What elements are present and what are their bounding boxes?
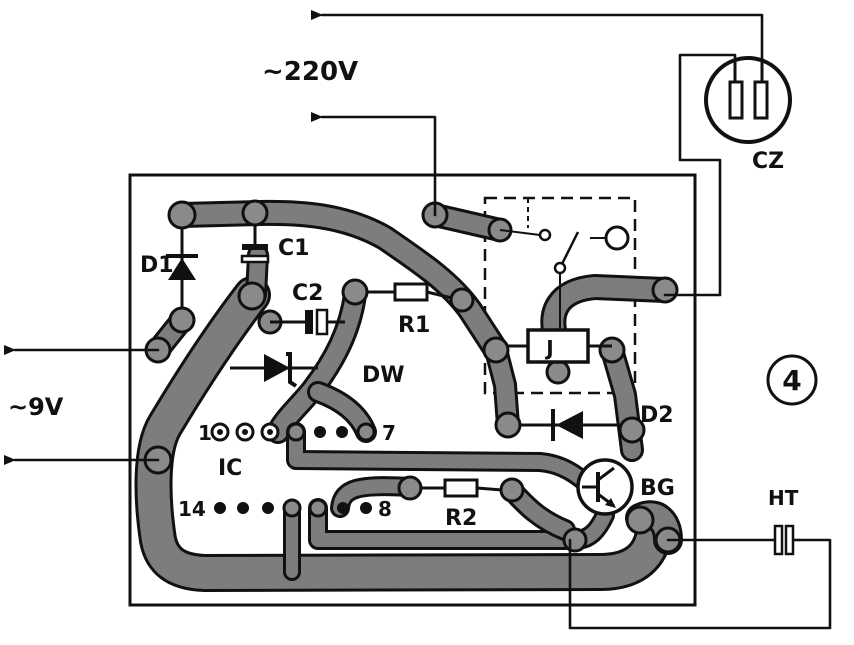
- ic-label: IC: [218, 456, 242, 481]
- sensor-ht: [773, 524, 800, 556]
- ic-pin8-label: 8: [378, 497, 392, 521]
- capacitor-c2-label: C2: [292, 281, 323, 306]
- sensor-ht-label: HT: [768, 486, 799, 510]
- capacitor-c1: [240, 225, 270, 264]
- ic-pin1-label: 1: [198, 421, 212, 445]
- diode-d2-label: D2: [640, 403, 674, 428]
- solder-pads: [143, 199, 682, 554]
- transistor-bg: [576, 458, 634, 516]
- external-wires: [3, 10, 832, 630]
- zener-dw-label: DW: [362, 363, 405, 388]
- diode-d1-label: D1: [140, 253, 174, 278]
- mains-voltage-label: ~220V: [262, 57, 358, 87]
- resistor-r1: [367, 282, 453, 302]
- transistor-bg-label: BG: [640, 476, 675, 501]
- relay-label: J: [544, 336, 553, 360]
- ic-pins: [210, 422, 376, 518]
- pcb-board-outline: [128, 173, 697, 607]
- low-voltage-label: ~9V: [8, 393, 64, 421]
- ic-pin14-label: 14: [178, 497, 206, 521]
- relay-coil-body: [526, 328, 590, 364]
- relay-contacts: [499, 225, 630, 330]
- socket-label: CZ: [752, 149, 784, 174]
- capacitor-c2: [270, 308, 345, 336]
- figure-number-circle: [766, 354, 818, 406]
- resistor-r2: [421, 478, 503, 498]
- ic-pin7-label: 7: [382, 421, 396, 445]
- resistor-r1-label: R1: [398, 313, 430, 338]
- socket-cz: [704, 56, 792, 144]
- capacitor-c1-label: C1: [278, 236, 309, 261]
- diode-d2: [520, 409, 620, 441]
- resistor-r2-label: R2: [445, 506, 477, 531]
- diode-d1: [166, 228, 198, 308]
- zener-dw: [230, 352, 318, 388]
- figure-number-label: 4: [782, 364, 801, 397]
